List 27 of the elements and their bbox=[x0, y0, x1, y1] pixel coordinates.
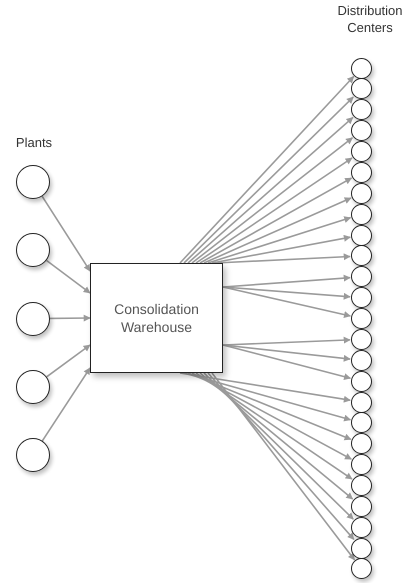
arrow bbox=[212, 234, 351, 264]
arrow bbox=[46, 344, 91, 378]
arrow bbox=[42, 367, 91, 442]
arrow bbox=[200, 177, 352, 264]
arrow bbox=[196, 157, 353, 264]
group-heading: Distribution Centers bbox=[336, 2, 404, 36]
arrow bbox=[188, 372, 352, 440]
arrow bbox=[222, 286, 351, 318]
arrow bbox=[180, 372, 351, 403]
group-heading: Plants bbox=[14, 134, 54, 152]
arrow bbox=[222, 344, 351, 362]
arrow bbox=[204, 197, 352, 264]
arrow bbox=[200, 372, 354, 500]
arrow bbox=[222, 336, 351, 346]
arrow bbox=[222, 286, 351, 300]
arrow bbox=[216, 253, 351, 264]
arrow bbox=[192, 137, 353, 264]
arrow bbox=[50, 314, 91, 322]
node-label: Consolidation Warehouse bbox=[113, 300, 200, 336]
arrow bbox=[192, 372, 352, 460]
arrow bbox=[222, 344, 352, 380]
arrow bbox=[222, 274, 351, 288]
arrow bbox=[42, 196, 91, 272]
warehouse-box bbox=[90, 263, 223, 373]
arrow bbox=[196, 372, 353, 480]
arrow bbox=[46, 260, 91, 294]
arrow bbox=[208, 216, 352, 264]
